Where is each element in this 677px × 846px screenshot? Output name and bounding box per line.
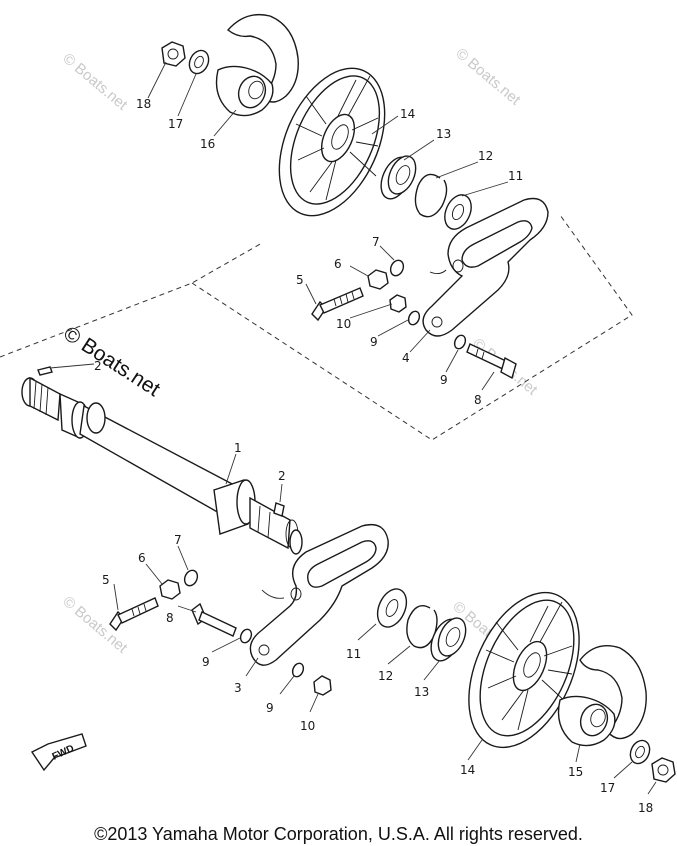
arm-3: [249, 523, 389, 666]
callout-2: 2: [94, 359, 102, 373]
bolt-5-bottom: [109, 597, 159, 632]
watermark: © Boats.net: [59, 50, 131, 114]
callout-16: 16: [200, 137, 215, 151]
washer-9-bottom-a: [239, 628, 253, 644]
bearing-13-top: [380, 155, 417, 200]
assembly-outline: [0, 214, 633, 441]
watermark-main: © Boats.net: [59, 322, 164, 401]
nut-18-bottom: [651, 757, 676, 783]
callout-9: 9: [370, 335, 378, 349]
washer-11-top: [444, 194, 472, 230]
callout-10: 10: [300, 719, 315, 733]
bolt-8-top: [466, 343, 517, 380]
nut-10-top: [389, 294, 407, 313]
bolt-5-top: [311, 287, 364, 322]
callout-14: 14: [400, 107, 415, 121]
callout-14: 14: [460, 763, 475, 777]
callout-9: 9: [266, 701, 274, 715]
copyright-notice: ©2013 Yamaha Motor Corporation, U.S.A. A…: [94, 824, 583, 844]
callout-6: 6: [138, 551, 146, 565]
leader-lines: [49, 61, 657, 795]
key-2-right: [273, 502, 285, 517]
callout-17: 17: [168, 117, 183, 131]
washer-11-bottom: [376, 588, 408, 628]
circlip-12-top: [414, 173, 448, 218]
callout-18: 18: [638, 801, 653, 815]
callout-12: 12: [378, 669, 393, 683]
washer-7-top: [389, 259, 405, 277]
bolt-8-bottom: [191, 602, 237, 637]
callout-13: 13: [436, 127, 451, 141]
washer-17-top: [188, 49, 210, 75]
watermark: © Boats.net: [452, 45, 524, 109]
callout-11: 11: [346, 647, 361, 661]
callout-2: 2: [278, 469, 286, 483]
nut-6-bottom: [159, 579, 181, 600]
key-2-left: [37, 366, 53, 376]
shaft-1: [21, 366, 303, 555]
wheel-14-top: [278, 67, 386, 217]
circlip-12-bottom: [406, 605, 438, 649]
callout-12: 12: [478, 149, 493, 163]
callout-numbers: 18 17 16 14 13 12 11 7 6 5 10 9 4 9 8 2 …: [94, 97, 653, 815]
fwd-arrow: FWD: [30, 733, 87, 772]
callout-9: 9: [202, 655, 210, 669]
nut-18-top: [161, 41, 186, 67]
callout-5: 5: [296, 273, 304, 287]
callout-4: 4: [402, 351, 410, 365]
washer-9-top-b: [453, 334, 467, 350]
upper-assembly: [161, 13, 549, 380]
wheel-14-bottom: [468, 591, 580, 749]
callout-7: 7: [174, 533, 182, 547]
nut-10-bottom: [313, 675, 332, 696]
washer-17-bottom: [629, 739, 651, 765]
washer-9-top-a: [407, 310, 421, 326]
cover-16-top: [215, 13, 299, 117]
callout-7: 7: [372, 235, 380, 249]
callout-6: 6: [334, 257, 342, 271]
callout-5: 5: [102, 573, 110, 587]
callout-8: 8: [474, 393, 482, 407]
callout-13: 13: [414, 685, 429, 699]
callout-3: 3: [234, 681, 242, 695]
cover-15: [557, 645, 647, 747]
watermark: © Boats.net: [59, 593, 131, 657]
arm-4: [422, 197, 549, 337]
callout-1: 1: [234, 441, 242, 455]
nut-6-top: [367, 269, 389, 290]
callout-15: 15: [568, 765, 583, 779]
washer-9-bottom-b: [291, 662, 305, 678]
washer-7-bottom: [183, 569, 199, 587]
callout-10: 10: [336, 317, 351, 331]
callout-18: 18: [136, 97, 151, 111]
callout-9: 9: [440, 373, 448, 387]
callout-8: 8: [166, 611, 174, 625]
lower-assembly: [109, 523, 676, 783]
callout-17: 17: [600, 781, 615, 795]
bearing-13-bottom: [430, 617, 467, 662]
callout-11: 11: [508, 169, 523, 183]
